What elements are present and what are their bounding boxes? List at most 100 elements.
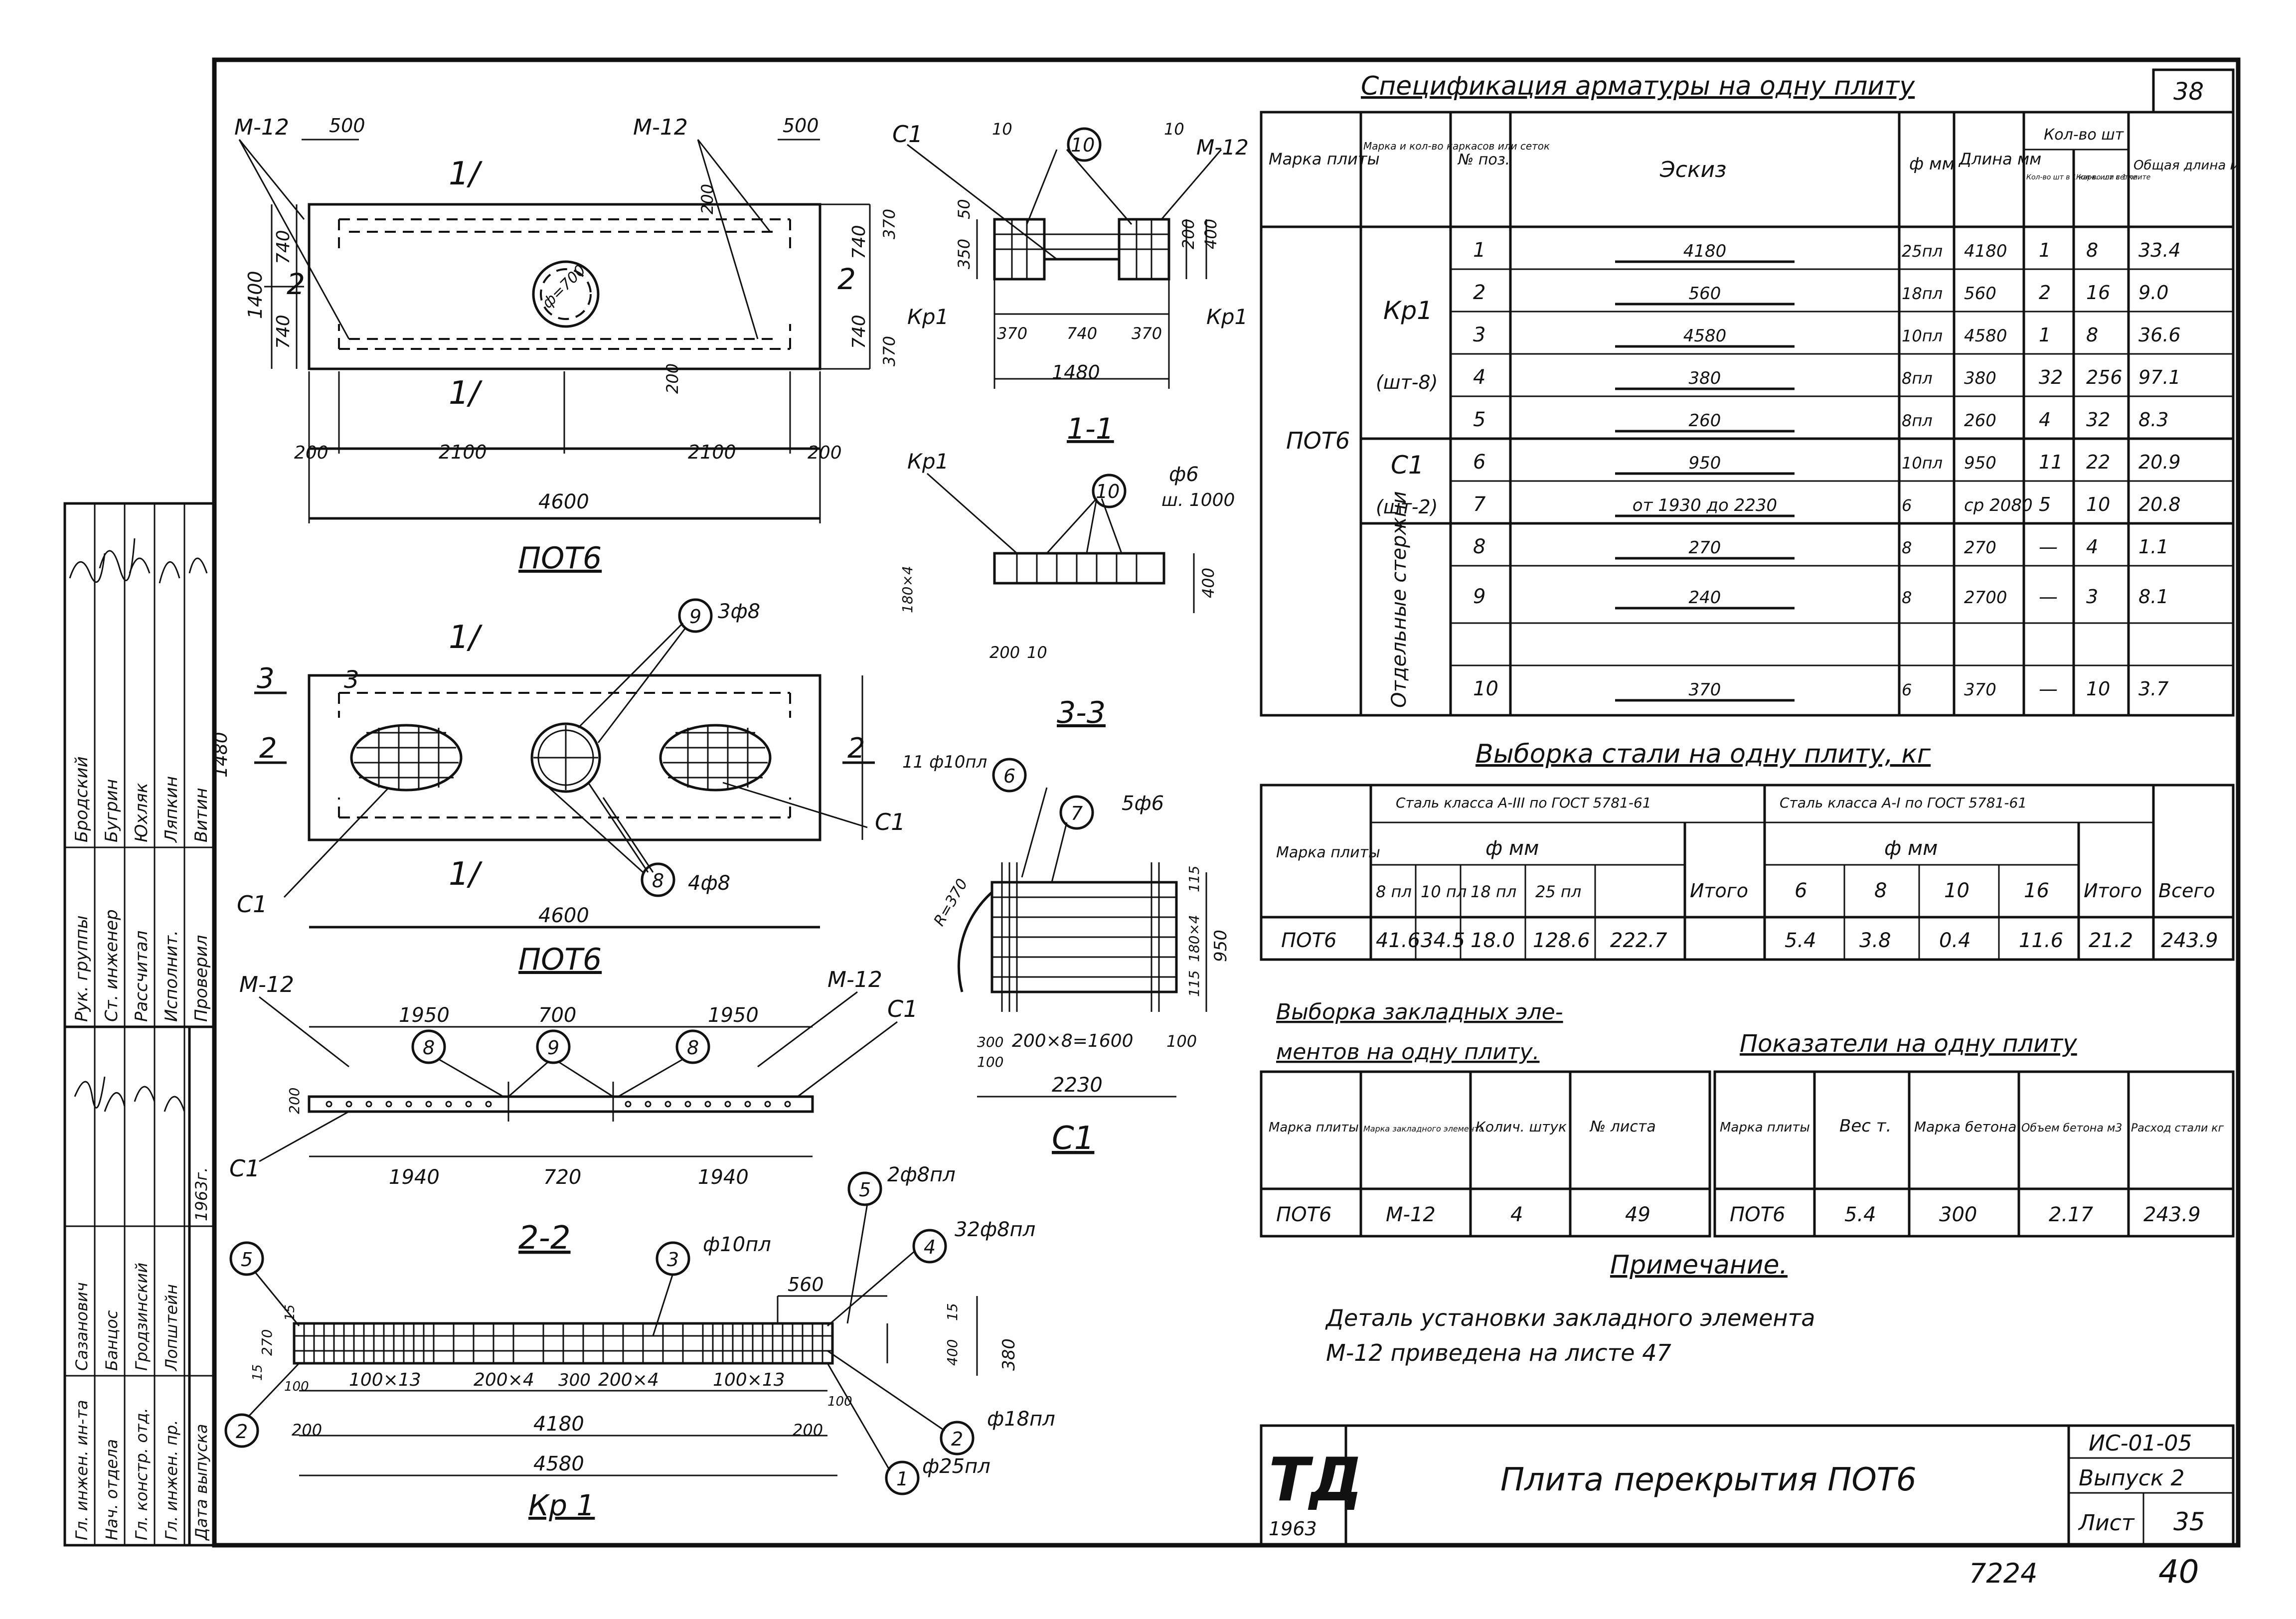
- sp-mark-top: 1/: [449, 619, 483, 656]
- plan-dim-370-top: 370: [880, 209, 899, 239]
- embed-h-2: Колич. штук: [1476, 1119, 1567, 1135]
- spec-cell-n-3: 8: [2086, 324, 2098, 346]
- c1-title: С1: [1052, 1120, 1094, 1157]
- stamp-name2-3: Гродзинский: [132, 1263, 151, 1371]
- spec-cell-n-4: 256: [2086, 366, 2123, 388]
- spec-cell-k-4: 32: [2039, 366, 2063, 388]
- stamp-role-2: Ст. инженер: [102, 909, 122, 1022]
- steel-a1-total: 21.2: [2089, 929, 2133, 952]
- spec-cell-k-5: 4: [2039, 409, 2051, 431]
- callout-8-c: 8: [687, 1037, 699, 1059]
- spec-cell-sketch-10: 370: [1689, 680, 1721, 700]
- steel-h-c3-2: 18 пл: [1471, 882, 1516, 901]
- steel-h-class1: Сталь класса А-I по ГОСТ 5781-61: [1780, 795, 2027, 811]
- ind-h-3: Объем бетона м3: [2021, 1122, 2122, 1134]
- embed-h-0: Марка плиты: [1269, 1120, 1359, 1135]
- stamp-year: 1963г.: [192, 1167, 211, 1221]
- embed-r-2: 4: [1510, 1203, 1523, 1226]
- steel-h-mark: Марка плиты: [1276, 844, 1380, 861]
- stamp-name-2: Бугрин: [102, 779, 122, 842]
- spec-cell-len-3: 4580: [1964, 326, 2007, 346]
- stamp-name-1: Бродский: [72, 756, 92, 842]
- bottom-number-right: 40: [2158, 1554, 2199, 1591]
- spec-cell-len-10: 370: [1964, 680, 1996, 700]
- s11-c1: С1: [892, 121, 923, 148]
- steel-all: 243.9: [2161, 929, 2218, 952]
- kp-dim-4180: 4180: [533, 1413, 584, 1436]
- plan-view: ф=700 М-12 М-12 500 500 1/ 1/ 2 2 200 20…: [234, 115, 899, 576]
- ind-h-2: Марка бетона: [1914, 1119, 2016, 1135]
- spec-cell-sketch-7: от 1930 до 2230: [1633, 495, 1777, 515]
- s33-dim-115-top: 115: [1186, 866, 1202, 892]
- s22-dim-1950-right: 1950: [708, 1004, 759, 1027]
- plan-dim-500-left: 500: [329, 115, 365, 137]
- spec-cell-k-2: 2: [2039, 282, 2051, 304]
- stamp-role2-4: Гл. инжен. пр.: [162, 1420, 181, 1540]
- callout-6: 6: [1003, 765, 1015, 787]
- spec-cell-k-3: 1: [2039, 324, 2051, 346]
- s22-c1-left: С1: [229, 1155, 260, 1182]
- sp-4f8: 4ф8: [688, 872, 730, 895]
- callout-3: 3: [667, 1249, 679, 1271]
- steel-h-c1-2: 10: [1944, 879, 1969, 902]
- sp-mark2-left: 2: [259, 732, 277, 765]
- plan-dim-500-right: 500: [783, 115, 819, 137]
- spec-cell-n-1: 8: [2086, 239, 2098, 261]
- spec-cell-d-3: 10пл: [1902, 326, 1943, 345]
- spec-cell-n-6: 22: [2086, 451, 2110, 473]
- steel-h-itogo-3: Итого: [1690, 880, 1748, 902]
- stamp-name2-4: Лопштейн: [162, 1284, 181, 1371]
- ind-r-4: 243.9: [2143, 1203, 2201, 1226]
- s33-11f10: 11 ф10пл: [902, 752, 987, 772]
- s11s-dim-10: 10: [1027, 643, 1047, 662]
- plan-dim-200-right: 200: [808, 443, 842, 463]
- page-corner-number: 38: [2173, 78, 2204, 106]
- plan-dim-2100-right: 2100: [688, 441, 736, 463]
- spec-table: Спецификация арматуры на одну плиту 38 М…: [1260, 68, 2240, 717]
- s11-dim-200: 200: [1179, 219, 1198, 249]
- spec-cell-k-10: —: [2039, 678, 2058, 700]
- sec33-title: 3-3: [1057, 695, 1106, 730]
- spec-cell-pos-3: 3: [1473, 324, 1485, 346]
- spec-cell-k-6: 11: [2039, 451, 2063, 473]
- tb-sheet-label: Лист: [2078, 1510, 2135, 1536]
- spec-cell-d-10: 6: [1902, 680, 1912, 699]
- plan-dim-740-right-bottom: 740: [849, 315, 869, 349]
- spec-cell-d-2: 18пл: [1902, 284, 1943, 303]
- spec-cell-pos-1: 1: [1473, 239, 1485, 262]
- spec-cell-len-2: 560: [1964, 284, 1996, 304]
- spec-cell-tot-1: 33.4: [2138, 239, 2181, 261]
- plan-dim-740-bottom: 740: [273, 315, 294, 349]
- spec-cell-d-7: 6: [1902, 496, 1912, 515]
- spec-h-mark: Марка плиты: [1269, 150, 1380, 168]
- ind-h-4: Расход стали кг: [2131, 1122, 2224, 1134]
- spec-cell-tot-7: 20.8: [2138, 493, 2181, 515]
- plan-m12-left: М-12: [234, 115, 289, 140]
- kp-dim-560: 560: [788, 1274, 824, 1295]
- kp-dim-15-left: 15: [250, 1364, 265, 1381]
- kp-dim-40-left: 100: [284, 1379, 309, 1394]
- spec-group-c1-sub: (шт-2): [1376, 496, 1438, 518]
- section-1-1-small: 10 Кр1 ф6 ш. 1000 400 180×4 200 10: [899, 449, 1235, 662]
- spec-cell-sketch-5: 260: [1689, 411, 1721, 431]
- steel-table: Выборка стали на одну плиту, кг Марка пл…: [1260, 739, 2235, 961]
- kp-dim-100x13-right: 100×13: [713, 1370, 785, 1390]
- stamp-role2-2: Нач. отдела: [102, 1439, 121, 1540]
- kp-f18: ф18пл: [987, 1408, 1055, 1431]
- steel-a1-0: 5.4: [1785, 929, 1816, 952]
- s22-c1-right: С1: [887, 995, 918, 1022]
- callout-8-b: 8: [423, 1037, 435, 1059]
- stamp-role-1: Рук. группы: [72, 915, 92, 1022]
- steel-a3-1: 34.5: [1421, 929, 1465, 952]
- spec-cell-sketch-6: 950: [1689, 453, 1721, 473]
- spec-cell-n-2: 16: [2086, 282, 2110, 304]
- section-1-1-detail: 10 С1 М-12 Кр1 Кр1 10 10 350 50 200 400 …: [892, 120, 1249, 446]
- spec-cell-d-6: 10пл: [1902, 454, 1943, 473]
- tb-issue: Выпуск 2: [2079, 1465, 2184, 1491]
- tb-year: 1963: [1269, 1518, 1317, 1540]
- callout-10-a: 10: [1071, 134, 1095, 156]
- callout-9-b: 9: [547, 1037, 559, 1059]
- spec-h-tot: Общая длина м: [2133, 158, 2240, 173]
- spec-h-sketch: Эскиз: [1659, 157, 1726, 182]
- steel-a1-1: 3.8: [1859, 929, 1891, 952]
